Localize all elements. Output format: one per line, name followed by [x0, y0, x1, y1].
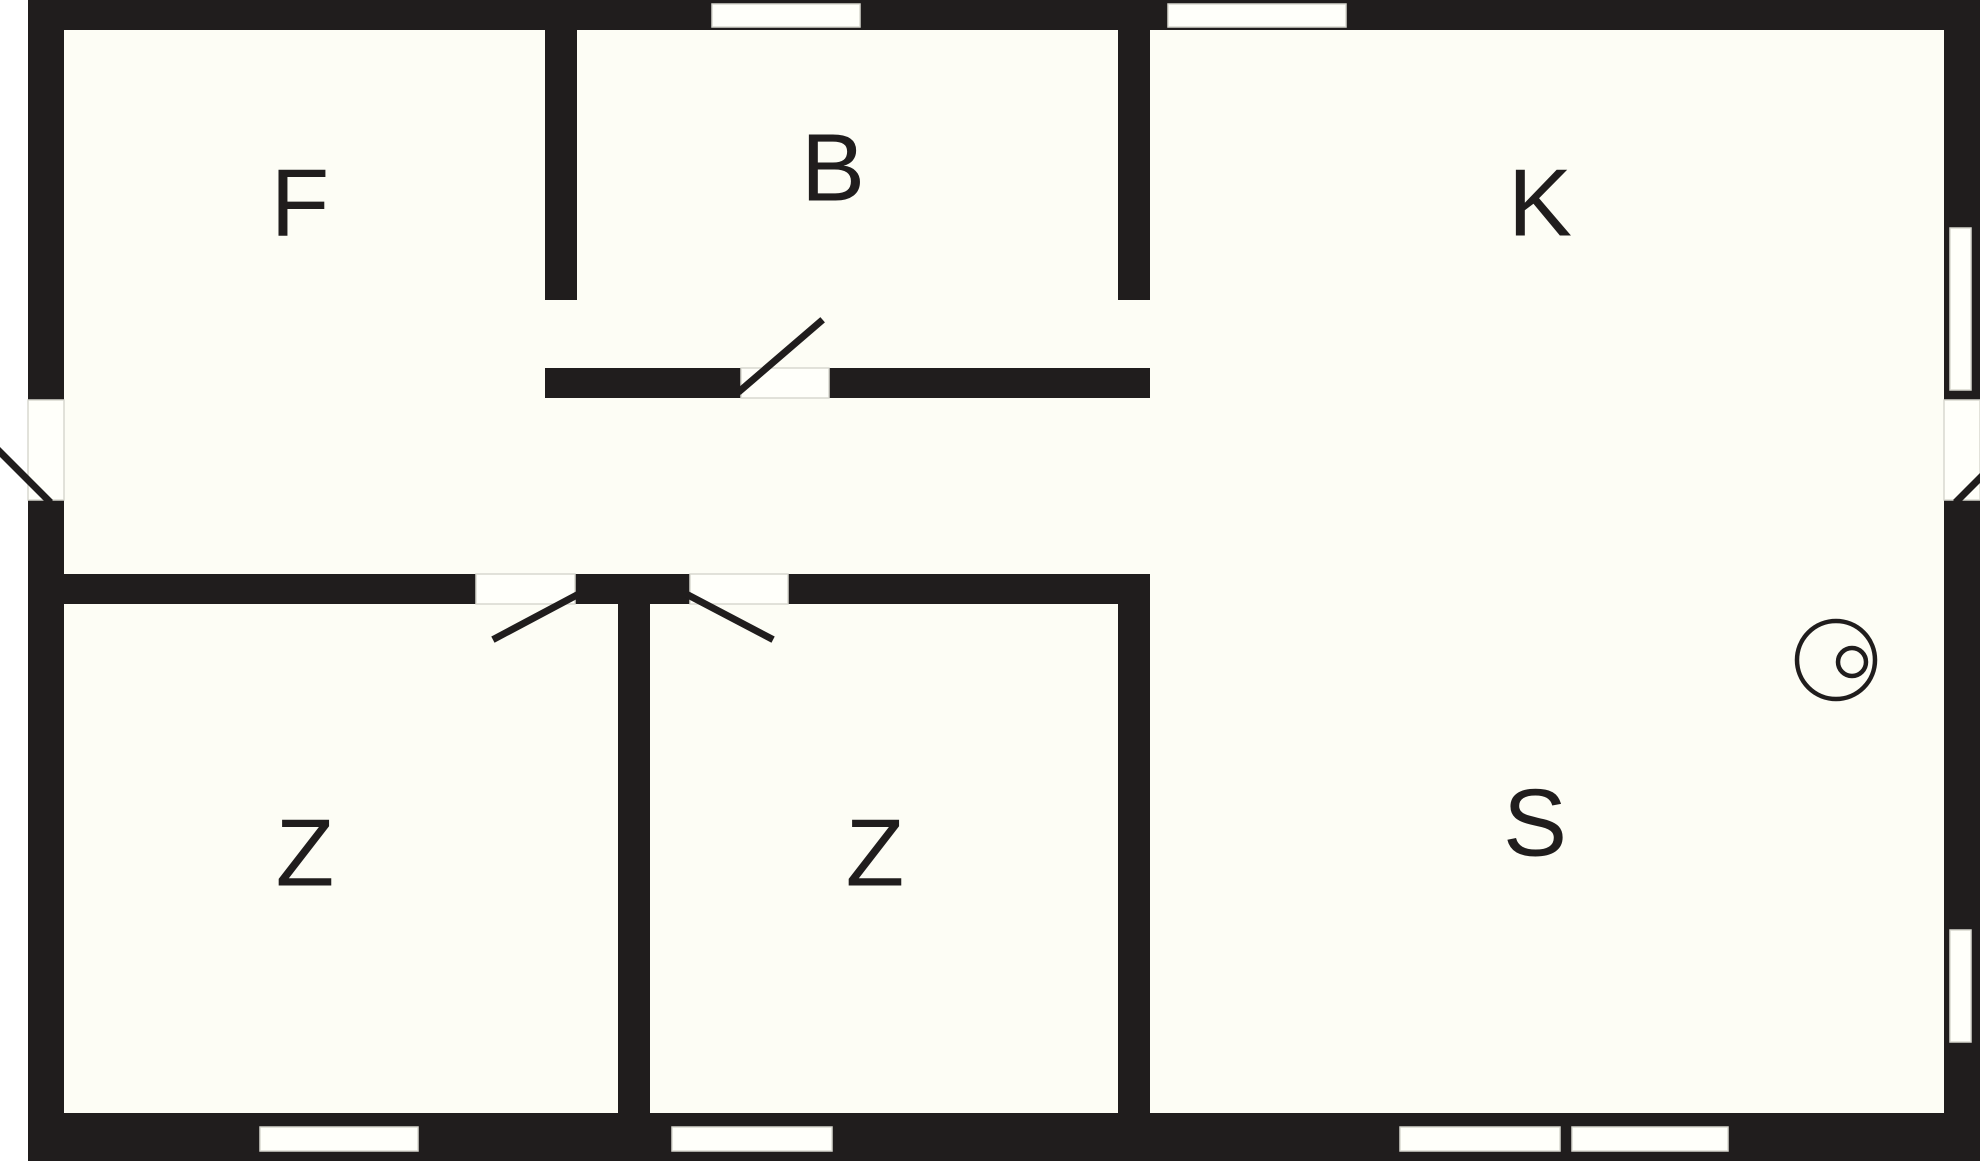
interior-walls [64, 22, 1150, 1134]
room-label-S: S [1503, 769, 1567, 876]
fixtures [1794, 618, 1878, 702]
door-opening-bedroom-right [689, 573, 789, 605]
room-label-Z1: Z [276, 799, 335, 906]
wall-between-bedroom-and-living [1118, 574, 1150, 1134]
window-top-right [1167, 3, 1347, 28]
window-top-left [711, 3, 861, 28]
door-swing-bathroom [736, 317, 825, 395]
exterior-wall-left-upper [28, 0, 64, 400]
window-bottom-2 [671, 1126, 833, 1152]
exterior-wall-left-lower [28, 500, 64, 1161]
exterior-wall-top [28, 0, 1980, 30]
wall-corridor-left [64, 574, 476, 604]
door-swing-exterior-right [1953, 473, 1980, 505]
window-bottom-4 [1571, 1126, 1729, 1152]
wall-bathroom-bottom-left [545, 368, 741, 398]
doors [0, 317, 1980, 643]
exterior-wall-right-lower [1944, 500, 1980, 1161]
window-bottom-1 [259, 1126, 419, 1152]
wall-between-f-and-b [545, 22, 577, 300]
room-label-Z2: Z [846, 799, 905, 906]
sink-fixture-drain-icon [1835, 645, 1869, 679]
window-right-upper [1949, 227, 1972, 391]
door-swing-bedroom-right [685, 591, 775, 643]
window-right-lower [1949, 929, 1972, 1043]
door-swing-bedroom-left [491, 591, 580, 643]
window-bottom-3 [1399, 1126, 1561, 1152]
door-opening-bedroom-left [475, 573, 576, 605]
windows [259, 3, 1972, 1152]
wall-bathroom-bottom-right [828, 368, 1150, 398]
door-swing-exterior-left [0, 447, 53, 505]
room-label-F: F [271, 149, 330, 256]
wall-between-bedrooms [618, 574, 650, 1134]
wall-corridor-right [788, 574, 1128, 604]
wall-between-b-and-k [1118, 22, 1150, 300]
room-label-B: B [801, 114, 865, 221]
room-labels: F B K Z Z S [271, 114, 1572, 906]
room-label-K: K [1508, 149, 1572, 256]
sink-fixture-outer-icon [1794, 618, 1878, 702]
